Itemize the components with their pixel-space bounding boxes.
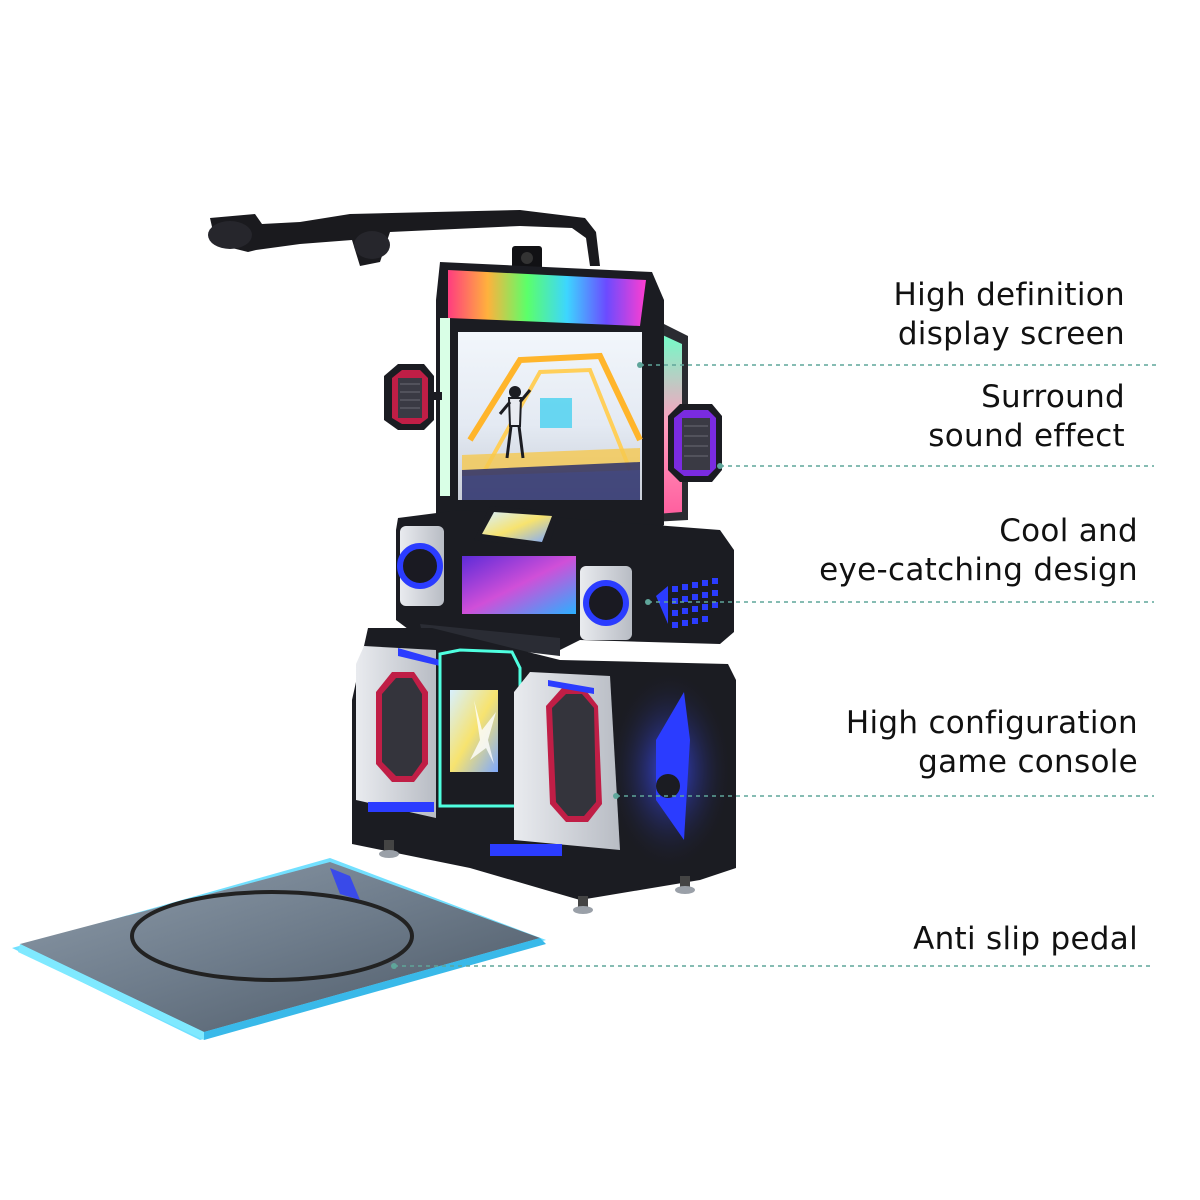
left-speaker (384, 364, 442, 430)
leader-dot-display (637, 362, 643, 368)
callout-display-line-2: display screen (897, 316, 1125, 352)
leader-dot-pedal (391, 963, 397, 969)
lower-cabinet (352, 628, 736, 914)
callout-design-line-2: eye-catching design (819, 552, 1138, 588)
leader-dot-design (645, 599, 651, 605)
display-housing (436, 262, 688, 538)
callout-game-console: High configuration game console (846, 704, 1138, 782)
callout-sound-line-2: sound effect (928, 418, 1125, 454)
callout-pedal: Anti slip pedal (913, 920, 1138, 959)
right-speaker (668, 404, 722, 482)
callout-design: Cool and eye-catching design (819, 512, 1138, 590)
callout-display-screen: High definition display screen (893, 276, 1125, 354)
camera-arm (208, 210, 600, 270)
callout-surround-sound: Surround sound effect (928, 378, 1125, 456)
callout-pedal-line-1: Anti slip pedal (913, 921, 1138, 957)
middle-console (396, 506, 734, 656)
leader-lines (394, 364, 1158, 967)
leader-dot-sound (717, 463, 723, 469)
leader-dot-console (613, 793, 619, 799)
callout-console-line-1: High configuration (845, 705, 1138, 741)
display-screen (458, 332, 643, 500)
callout-display-line-1: High definition (893, 277, 1125, 313)
callout-design-line-1: Cool and (999, 513, 1138, 549)
anti-slip-pedal (12, 858, 546, 1040)
callout-sound-line-1: Surround (981, 379, 1125, 415)
callout-console-line-2: game console (918, 744, 1138, 780)
